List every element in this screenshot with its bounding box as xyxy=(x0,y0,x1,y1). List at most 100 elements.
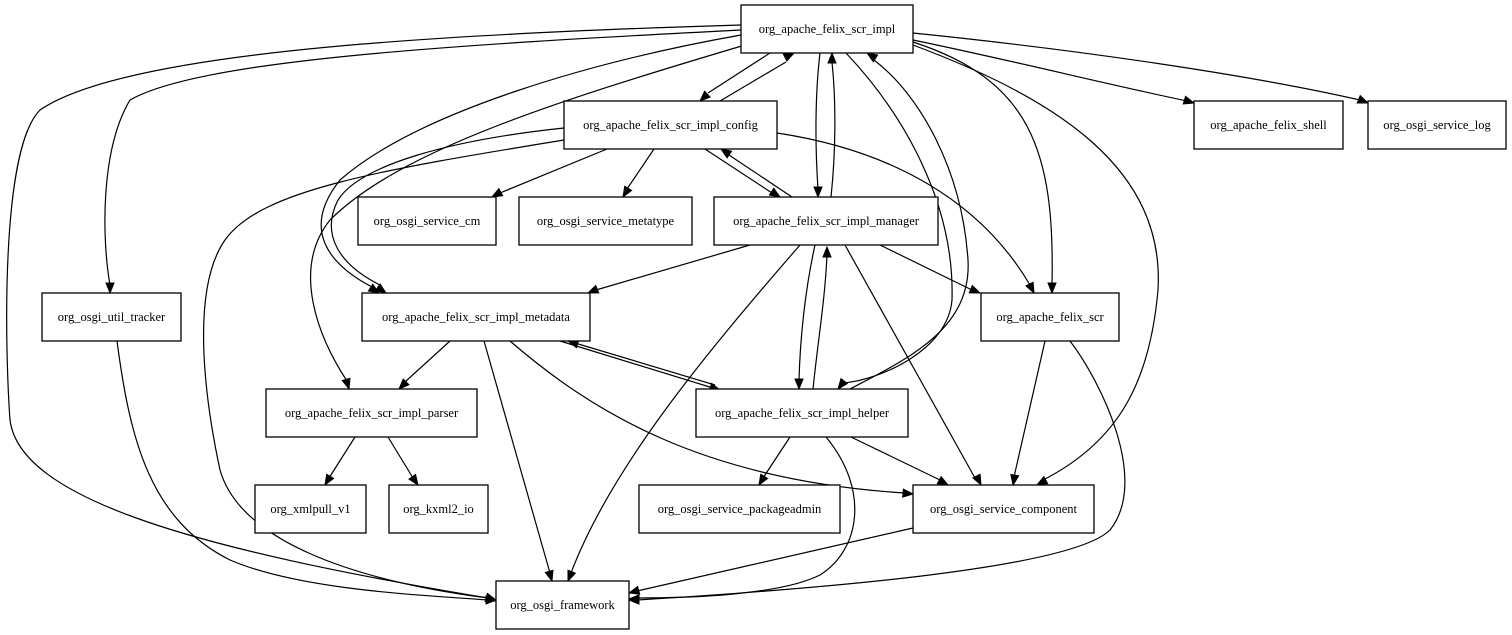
node-metadata[interactable]: org_apache_felix_scr_impl_metadata xyxy=(361,292,591,342)
edge-manager-to-scr xyxy=(879,244,982,294)
node-box[interactable] xyxy=(518,196,693,246)
arrowhead xyxy=(398,378,410,390)
node-xmlpull[interactable]: org_xmlpull_v1 xyxy=(254,484,367,534)
arrowhead xyxy=(758,473,769,487)
node-box[interactable] xyxy=(638,484,841,534)
edge-line xyxy=(719,61,787,102)
edge-config-to-manager xyxy=(704,148,782,198)
node-label: org_apache_felix_scr_impl_metadata xyxy=(382,310,570,324)
node-cm[interactable]: org_osgi_service_cm xyxy=(357,196,497,246)
node-box[interactable] xyxy=(388,484,489,534)
node-packageadmin[interactable]: org_osgi_service_packageadmin xyxy=(638,484,841,534)
edge-config-to-cm xyxy=(490,148,608,198)
edge-line xyxy=(912,44,1159,480)
node-box[interactable] xyxy=(1367,100,1507,150)
arrowhead xyxy=(699,90,711,102)
arrowhead xyxy=(485,595,498,605)
edge-helper-to-framework xyxy=(627,436,856,604)
edge-line xyxy=(104,29,742,286)
edge-line xyxy=(762,436,791,479)
edge-impl-to-tracker xyxy=(104,29,742,295)
edge-manager-to-config xyxy=(719,148,793,198)
node-box[interactable] xyxy=(912,484,1095,534)
edge-impl-to-helper xyxy=(837,52,953,391)
arrowhead xyxy=(341,377,351,391)
edge-config-to-metatype xyxy=(622,148,655,199)
node-label: org_osgi_service_component xyxy=(930,502,1077,516)
edge-line xyxy=(842,52,953,384)
edge-line xyxy=(636,527,914,592)
edge-line xyxy=(310,44,746,382)
node-helper[interactable]: org_apache_felix_scr_impl_helper xyxy=(695,388,909,438)
edge-line xyxy=(879,244,973,291)
edge-line xyxy=(559,340,714,389)
node-box[interactable] xyxy=(713,196,939,246)
arrowhead xyxy=(1356,94,1370,104)
edge-line xyxy=(798,244,816,382)
edge-line xyxy=(728,154,793,198)
node-kxml[interactable]: org_kxml2_io xyxy=(388,484,489,534)
node-config[interactable]: org_apache_felix_scr_impl_config xyxy=(563,100,778,150)
edge-manager-to-helper xyxy=(794,244,816,391)
node-label: org_apache_felix_scr_impl_config xyxy=(583,118,758,132)
node-box[interactable] xyxy=(563,100,778,150)
arrowhead xyxy=(782,52,796,62)
edge-metadata-to-helper xyxy=(559,340,722,392)
node-box[interactable] xyxy=(1193,100,1344,150)
edge-impl-to-manager xyxy=(813,52,823,199)
arrowhead xyxy=(902,488,915,498)
node-box[interactable] xyxy=(740,4,914,54)
edge-line xyxy=(570,244,801,574)
node-component[interactable]: org_osgi_service_component xyxy=(912,484,1095,534)
node-log[interactable]: org_osgi_service_log xyxy=(1367,100,1507,150)
node-scr[interactable]: org_apache_felix_scr xyxy=(980,292,1120,342)
edge-scr-to-framework xyxy=(627,340,1126,605)
edge-impl-to-parser xyxy=(310,44,746,391)
node-box[interactable] xyxy=(495,580,630,630)
node-box[interactable] xyxy=(41,292,182,342)
node-box[interactable] xyxy=(361,292,591,342)
edge-line xyxy=(815,52,821,190)
node-box[interactable] xyxy=(980,292,1120,342)
node-box[interactable] xyxy=(265,388,478,438)
node-label: org_osgi_service_metatype xyxy=(537,214,675,228)
edge-line xyxy=(387,436,414,479)
arrowhead xyxy=(794,378,804,391)
edge-metadata-to-parser xyxy=(398,340,451,390)
edge-manager-to-metadata xyxy=(586,244,751,294)
arrowhead xyxy=(105,282,115,295)
node-label: org_apache_felix_scr_impl xyxy=(759,22,896,36)
arrowhead xyxy=(827,51,837,64)
edge-impl-to-metadata xyxy=(320,34,742,294)
node-label: org_osgi_framework xyxy=(510,598,615,612)
edge-line xyxy=(912,39,1188,102)
node-label: org_xmlpull_v1 xyxy=(270,502,350,516)
edge-line xyxy=(776,132,1031,286)
node-impl[interactable]: org_apache_felix_scr_impl xyxy=(740,4,914,54)
node-tracker[interactable]: org_osgi_util_tracker xyxy=(41,292,182,342)
node-box[interactable] xyxy=(357,196,497,246)
node-framework[interactable]: org_osgi_framework xyxy=(495,580,630,630)
edge-tracker-to-framework xyxy=(116,340,498,605)
edge-line xyxy=(404,340,451,383)
node-box[interactable] xyxy=(254,484,367,534)
node-box[interactable] xyxy=(695,388,909,438)
nodes-layer: org_apache_felix_scr_impl org_apache_feli… xyxy=(41,4,1507,630)
edge-helper-to-component xyxy=(850,436,950,486)
node-shell[interactable]: org_apache_felix_shell xyxy=(1193,100,1344,150)
arrowhead xyxy=(627,585,641,595)
node-metatype[interactable]: org_osgi_service_metatype xyxy=(518,196,693,246)
edge-manager-to-framework xyxy=(567,244,801,583)
arrowhead xyxy=(719,148,733,159)
node-label: org_apache_felix_scr_impl_manager xyxy=(733,214,920,228)
edges-layer xyxy=(6,24,1370,605)
edge-impl-to-log xyxy=(912,32,1370,104)
edge-parser-to-kxml xyxy=(387,436,419,487)
arrowhead xyxy=(1047,282,1057,295)
edge-line xyxy=(704,148,773,194)
arrowhead xyxy=(1010,473,1020,487)
node-manager[interactable]: org_apache_felix_scr_impl_manager xyxy=(713,196,939,246)
node-parser[interactable]: org_apache_felix_scr_impl_parser xyxy=(265,388,478,438)
node-label: org_osgi_util_tracker xyxy=(58,310,166,324)
arrowhead xyxy=(324,473,335,487)
